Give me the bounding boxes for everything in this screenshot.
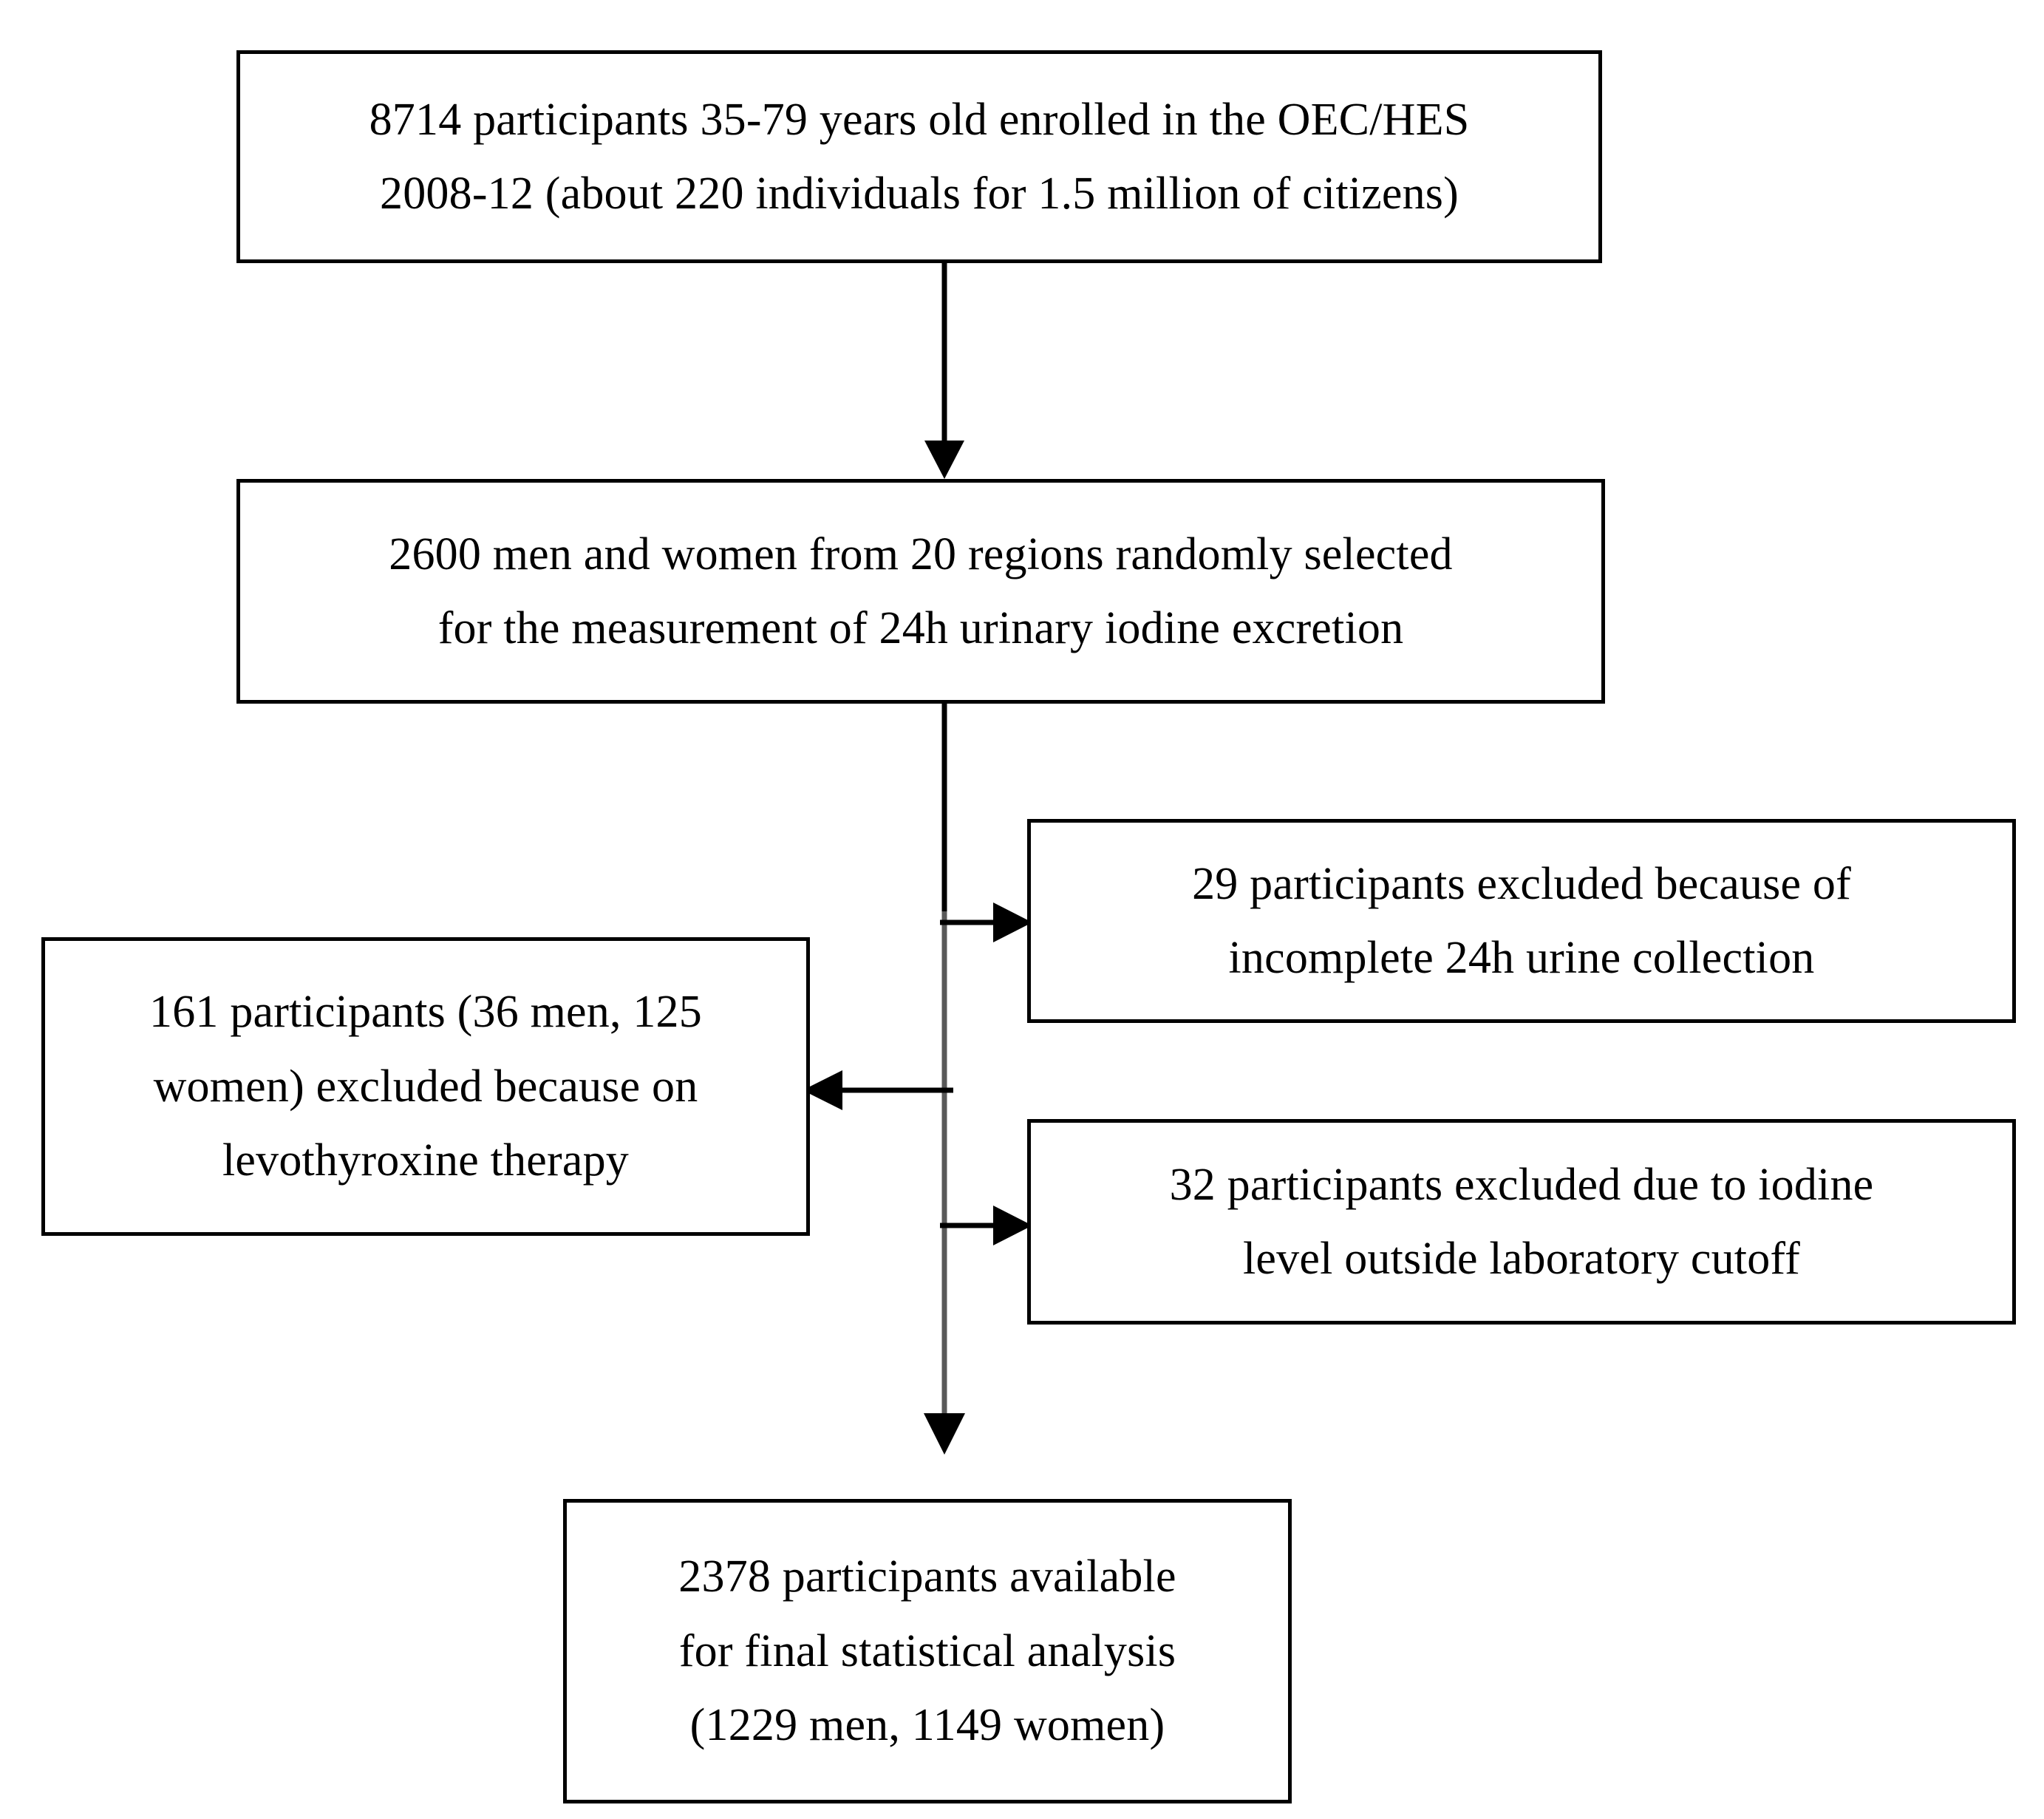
selected-line-1: 2600 men and women from 20 regions rando…	[389, 528, 1453, 579]
final-line-2: for final statistical analysis	[678, 1625, 1176, 1676]
excluded-levothyroxine-line-3: levothyroxine therapy	[222, 1135, 629, 1186]
final-line-3: (1229 men, 1149 women)	[689, 1700, 1165, 1751]
excluded-levothyroxine-box: 161 participants (36 men, 125 women) exc…	[41, 937, 810, 1236]
arrow-selected-to-final	[919, 702, 970, 1500]
enrolled-line-2: 2008-12 (about 220 individuals for 1.5 m…	[380, 169, 1459, 219]
excluded-iodine-line-2: level outside laboratory cutoff	[1243, 1234, 1800, 1284]
randomly-selected-box: 2600 men and women from 20 regions rando…	[236, 479, 1605, 704]
arrow-to-excluded-levothyroxine	[798, 1064, 953, 1116]
final-line-1: 2378 participants available	[678, 1551, 1176, 1602]
excluded-iodine-line-1: 32 participants excluded due to iodine	[1169, 1159, 1874, 1210]
selected-line-2: for the measurement of 24h urinary iodin…	[437, 603, 1404, 653]
arrow-enrolled-to-selected	[919, 263, 970, 480]
enrolled-line-1: 8714 participants 35-79 years old enroll…	[369, 94, 1470, 145]
enrolled-participants-box: 8714 participants 35-79 years old enroll…	[236, 50, 1602, 263]
excluded-iodine-cutoff-box: 32 participants excluded due to iodine l…	[1027, 1119, 2016, 1325]
final-analysis-box: 2378 participants available for final st…	[563, 1499, 1292, 1803]
arrow-to-excluded-iodine-cutoff	[940, 1200, 1036, 1251]
excluded-urine-line-1: 29 participants excluded because of	[1192, 858, 1851, 909]
arrow-to-excluded-incomplete-urine	[940, 897, 1036, 948]
excluded-levothyroxine-line-1: 161 participants (36 men, 125	[149, 987, 702, 1038]
excluded-incomplete-urine-box: 29 participants excluded because of inco…	[1027, 819, 2016, 1023]
excluded-levothyroxine-line-2: women) excluded because on	[153, 1061, 698, 1112]
excluded-urine-line-2: incomplete 24h urine collection	[1228, 933, 1815, 983]
